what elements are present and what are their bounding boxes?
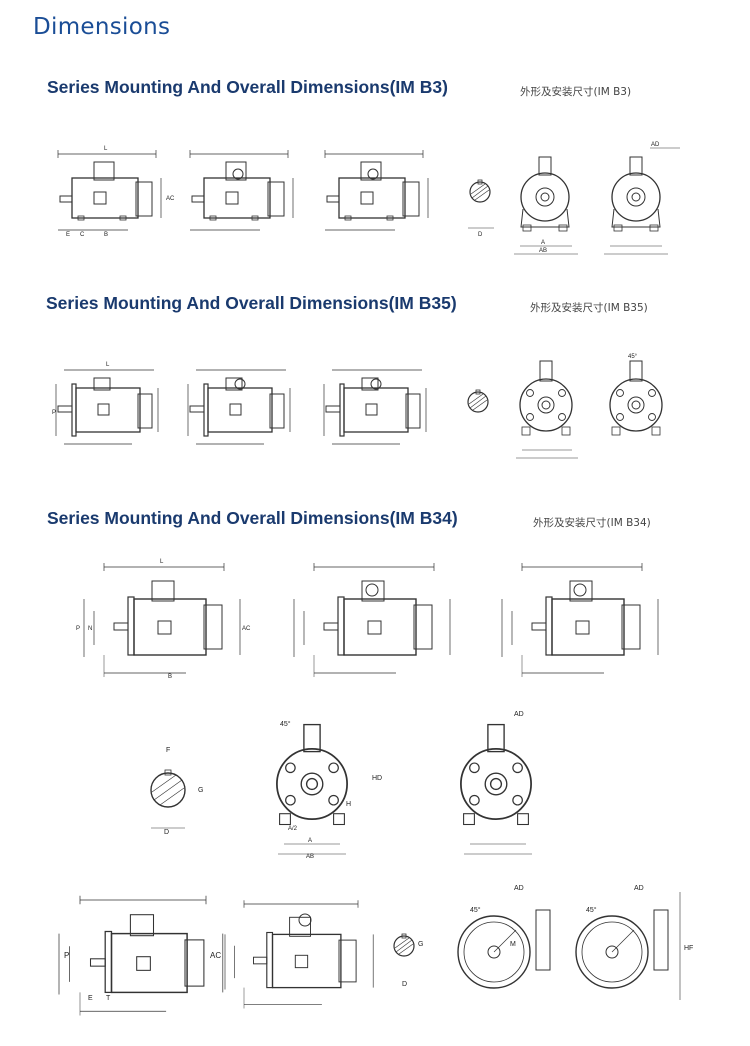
extra-shaft-section (393, 933, 415, 957)
dim-label-HD: HD (372, 775, 382, 782)
dim-label-HF: HF (684, 945, 693, 952)
dim-label-AC: AC (166, 196, 175, 202)
dim-label-M: M (510, 941, 516, 948)
b3-shaft-section (469, 179, 491, 203)
dim-label-L: L (160, 559, 164, 565)
section-subtitle-b35: 外形及安装尺寸(IM B35) (530, 302, 648, 314)
dim-label-G: G (418, 941, 423, 948)
b35-end-view-1 (519, 360, 573, 436)
dim-label-C: C (80, 232, 85, 238)
dim-label-A: A (308, 838, 312, 844)
dim-label-D: D (402, 981, 407, 988)
dim-label-AD: AD (634, 885, 644, 892)
b34-shaft-section (150, 769, 186, 829)
dim-label-E: E (88, 995, 93, 1002)
dim-label-angle: 45° (628, 354, 638, 360)
dim-label-P: P (64, 951, 69, 960)
extra-end-view-1 (457, 909, 551, 989)
b34-end-view-2 (460, 723, 532, 826)
eyebolt-icon (232, 168, 244, 180)
dim-label-D: D (478, 232, 483, 238)
dim-label-angle: 45° (470, 906, 481, 914)
b35-shaft-section (467, 389, 489, 413)
dim-label-AC: AC (210, 951, 221, 960)
dim-label-T: T (106, 995, 111, 1002)
dim-label-AD: AD (651, 142, 660, 148)
b3-end-view-1 (520, 156, 570, 232)
section-title-b34: Series Mounting And Overall Dimensions(I… (47, 508, 458, 528)
dim-label-L: L (104, 146, 108, 152)
dim-label-B: B (104, 232, 108, 238)
dim-label-E: E (66, 232, 70, 238)
dim-label-D: D (164, 829, 169, 836)
dim-label-angle: 45° (586, 906, 597, 914)
section-title-b3: Series Mounting And Overall Dimensions(I… (47, 77, 448, 97)
eyebolt-icon (573, 583, 587, 597)
dim-label-G: G (198, 787, 203, 794)
extra-end-view-2 (575, 892, 681, 1000)
b35-side-view-1 (55, 369, 159, 445)
dim-label-AD: AD (514, 711, 524, 718)
extra-side-view-2 (224, 899, 374, 1010)
b3-side-view-1 (57, 149, 162, 231)
dim-label-H: H (346, 801, 351, 808)
b34-side-view-1 (83, 562, 241, 678)
dim-label-A2: A/2 (288, 826, 298, 832)
dim-label-P: P (52, 410, 56, 416)
b35-end-view-2 (609, 360, 663, 436)
eyebolt-icon (234, 378, 246, 390)
dim-label-B: B (168, 674, 172, 680)
extra-side-view-1 (58, 895, 224, 1017)
dim-label-AD: AD (514, 885, 524, 892)
dim-label-N: N (88, 626, 92, 632)
dim-label-AC: AC (242, 626, 251, 632)
b35-side-view-3 (323, 369, 427, 445)
b3-end-view-2 (611, 156, 661, 232)
dim-label-P: P (76, 626, 80, 632)
dim-label-angle: 45° (280, 720, 291, 728)
section-title-b35: Series Mounting And Overall Dimensions(I… (46, 293, 457, 313)
b34-side-view-3 (501, 562, 659, 678)
dim-label-A: A (541, 240, 545, 246)
dim-label-F: F (166, 747, 170, 754)
eyebolt-icon (365, 583, 379, 597)
b3-side-view-3 (324, 149, 429, 231)
b34-side-view-2 (293, 562, 451, 678)
b35-side-view-2 (187, 369, 291, 445)
dim-label-AB: AB (306, 854, 314, 860)
eyebolt-icon (370, 378, 382, 390)
b3-side-view-2 (189, 149, 294, 231)
eyebolt-icon (298, 913, 312, 927)
b34-end-view-1 (276, 723, 348, 826)
section-subtitle-b34: 外形及安装尺寸(IM B34) (533, 517, 651, 529)
dim-label-L: L (106, 362, 110, 368)
section-subtitle-b3: 外形及安装尺寸(IM B3) (520, 86, 632, 98)
dim-label-AB: AB (539, 248, 547, 254)
eyebolt-icon (367, 168, 379, 180)
page-title: Dimensions (33, 14, 171, 40)
